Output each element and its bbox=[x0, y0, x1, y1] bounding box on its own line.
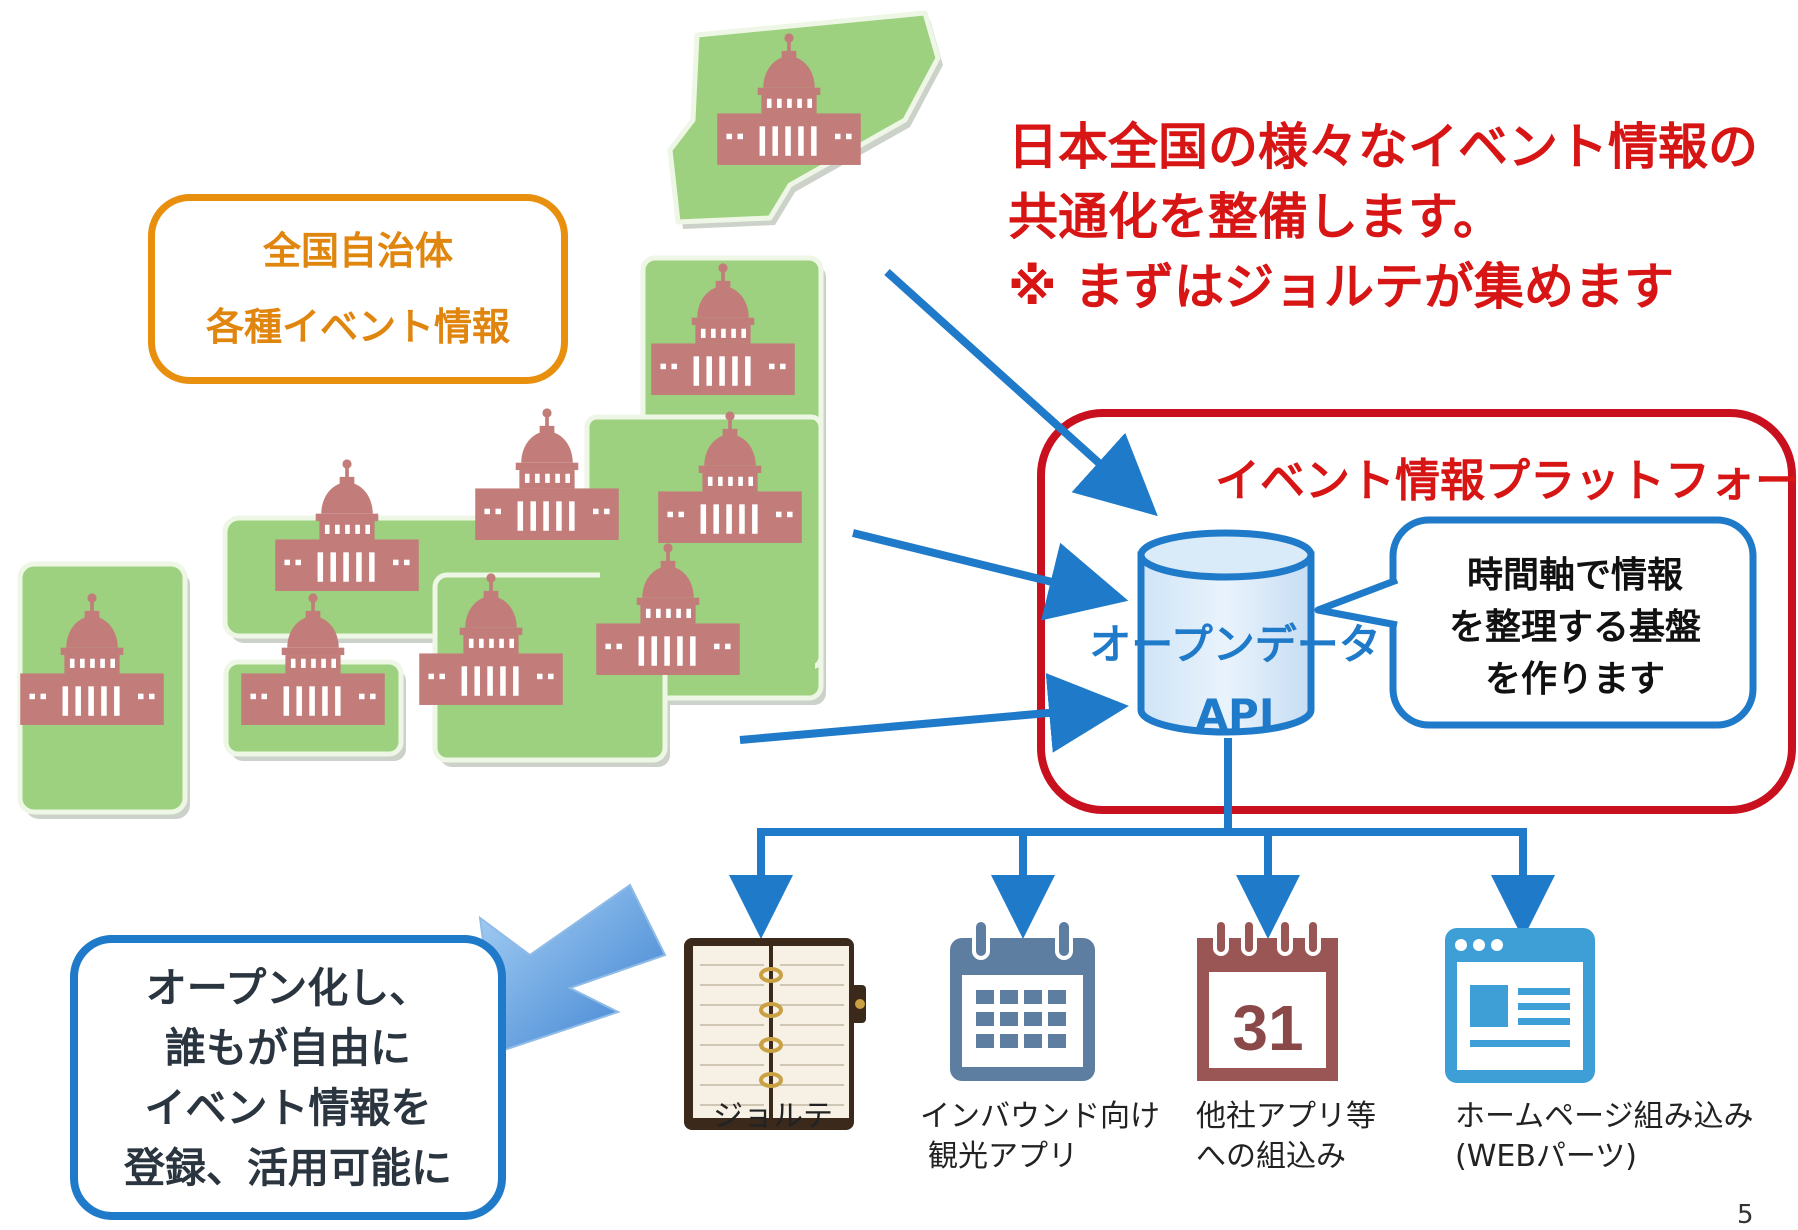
headline-line: 共通化を整備します。 bbox=[1008, 188, 1503, 246]
calendar-grid-icon bbox=[950, 918, 1095, 1081]
database-label-line: オープンデータ bbox=[1089, 620, 1381, 669]
app-label-partner: 他社アプリ等 への組込み bbox=[1196, 1097, 1376, 1177]
app-label-line: 観光アプリ bbox=[928, 1139, 1078, 1174]
source-box-line: 全国自治体 bbox=[262, 229, 453, 273]
source-box: 全国自治体 各種イベント情報 bbox=[148, 194, 568, 384]
web-page-icon bbox=[1445, 928, 1595, 1083]
database-label-line: API bbox=[1195, 690, 1275, 739]
app-label-line: インバウンド向け bbox=[920, 1099, 1160, 1134]
page-number: 5 bbox=[1737, 1200, 1754, 1230]
database-label: オープンデータ API bbox=[1085, 610, 1385, 750]
callout-line: 時間軸で情報 bbox=[1466, 555, 1683, 596]
input-arrows bbox=[739, 269, 1158, 753]
open-box-line: 誰もが自由に bbox=[165, 1023, 411, 1072]
app-label-line: ジョルテ bbox=[713, 1099, 833, 1134]
app-label-line: ホームページ組み込み bbox=[1455, 1099, 1754, 1134]
open-data-box: オープン化し、 誰もが自由に イベント情報を 登録、活用可能に bbox=[70, 935, 506, 1220]
planner-book-icon bbox=[684, 938, 866, 1130]
app-label-inbound: インバウンド向け 観光アプリ bbox=[920, 1097, 1160, 1177]
headline-line: ※ まずはジョルテが集めます bbox=[1008, 258, 1675, 316]
database-cylinder bbox=[1137, 529, 1315, 736]
platform-title: イベント情報プラットフォーム bbox=[1215, 454, 1798, 507]
calendar-31-icon: 31 bbox=[1197, 918, 1338, 1081]
app-label-jorte: ジョルテ bbox=[713, 1097, 833, 1137]
calendar-day-number: 31 bbox=[1232, 992, 1303, 1064]
speech-callout bbox=[1314, 516, 1757, 729]
big-gradient-arrow bbox=[478, 883, 667, 1054]
headline-line: 日本全国の様々なイベント情報の bbox=[1008, 118, 1758, 176]
callout-line: を作ります bbox=[1484, 659, 1665, 700]
source-box-line: 各種イベント情報 bbox=[205, 305, 510, 349]
headline: 日本全国の様々なイベント情報の 共通化を整備します。 ※ まずはジョルテが集めま… bbox=[1008, 112, 1788, 322]
open-box-line: 登録、活用可能に bbox=[124, 1143, 452, 1192]
platform-frame bbox=[1037, 409, 1796, 814]
open-box-line: オープン化し、 bbox=[145, 963, 431, 1012]
callout-text: 時間軸で情報 を整理する基盤 を作ります bbox=[1405, 550, 1745, 706]
app-label-line: 他社アプリ等 bbox=[1196, 1099, 1376, 1134]
distribution-tree bbox=[729, 738, 1555, 939]
callout-line: を整理する基盤 bbox=[1448, 607, 1701, 648]
app-label-line: への組込み bbox=[1196, 1139, 1346, 1174]
app-label-web: ホームページ組み込み (WEBパーツ) bbox=[1455, 1097, 1754, 1177]
open-box-line: イベント情報を bbox=[144, 1083, 432, 1132]
app-label-line: (WEBパーツ) bbox=[1455, 1139, 1638, 1174]
